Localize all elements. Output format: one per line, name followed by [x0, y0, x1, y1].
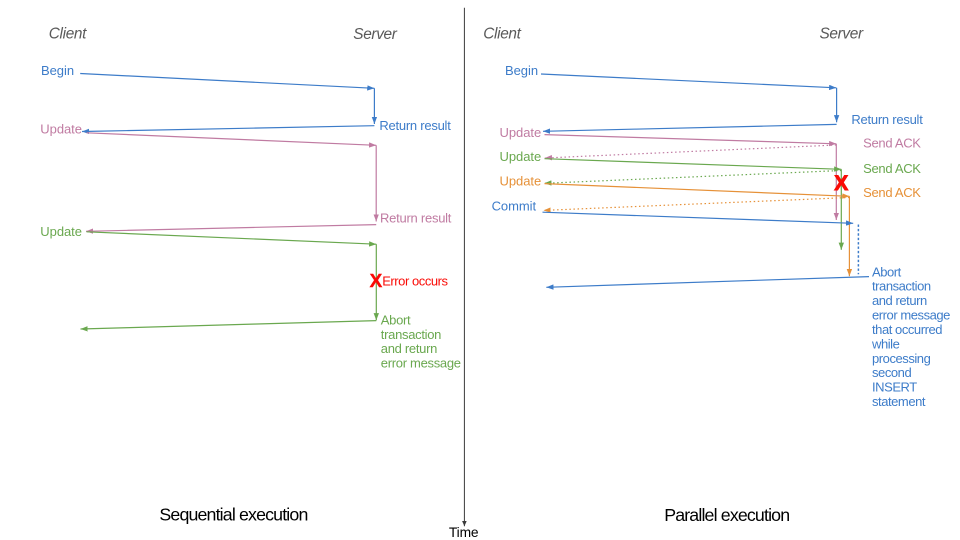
svg-text:and return: and return [872, 293, 927, 308]
svg-text:Send ACK: Send ACK [863, 185, 921, 200]
svg-text:Update: Update [500, 149, 542, 164]
svg-text:statement: statement [872, 394, 926, 409]
svg-text:Send ACK: Send ACK [863, 161, 921, 176]
svg-text:transaction: transaction [872, 279, 931, 294]
svg-text:second: second [872, 365, 911, 380]
svg-text:error message: error message [872, 308, 950, 323]
svg-text:Begin: Begin [41, 63, 74, 78]
svg-text:Error occurs: Error occurs [382, 273, 448, 288]
svg-text:Abort: Abort [381, 312, 411, 327]
svg-text:Time: Time [449, 525, 479, 540]
svg-text:error message: error message [381, 355, 461, 370]
svg-text:Sequential execution: Sequential execution [159, 505, 307, 525]
svg-text:while: while [871, 336, 900, 351]
svg-text:Server: Server [820, 26, 864, 43]
svg-text:Update: Update [500, 173, 542, 188]
svg-text:Update: Update [40, 224, 82, 239]
svg-text:X: X [834, 172, 848, 195]
svg-text:Return result: Return result [379, 118, 451, 133]
svg-text:and return: and return [381, 341, 437, 356]
svg-text:X: X [370, 271, 383, 292]
svg-text:INSERT: INSERT [872, 380, 917, 395]
svg-text:Begin: Begin [505, 63, 538, 78]
svg-text:Update: Update [40, 122, 82, 137]
svg-text:Abort: Abort [872, 264, 902, 279]
svg-text:Return result: Return result [851, 112, 923, 127]
svg-text:that occurred: that occurred [872, 322, 942, 337]
svg-text:Parallel execution: Parallel execution [664, 505, 789, 525]
svg-text:Return result: Return result [380, 210, 452, 225]
svg-text:Update: Update [500, 125, 542, 140]
svg-text:transaction: transaction [381, 327, 441, 342]
svg-text:Send ACK: Send ACK [863, 136, 921, 151]
svg-text:processing: processing [872, 351, 931, 366]
svg-text:Client: Client [49, 26, 87, 43]
svg-text:Commit: Commit [492, 199, 537, 214]
svg-text:Server: Server [353, 26, 397, 43]
svg-text:Client: Client [483, 26, 521, 43]
